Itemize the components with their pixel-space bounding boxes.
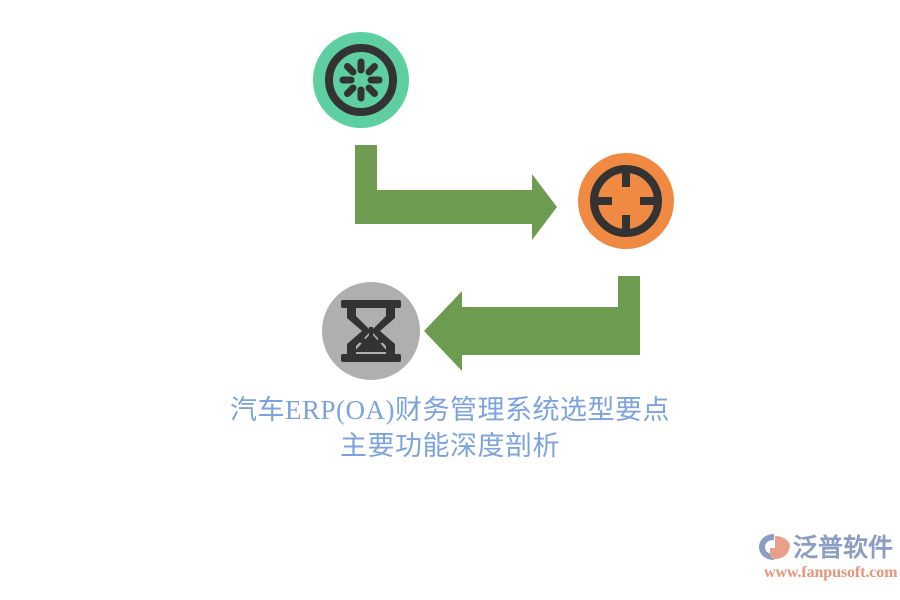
spinner-icon xyxy=(325,44,397,116)
fanpu-logo-icon xyxy=(759,534,790,560)
brand-url: www.fanpusoft.com xyxy=(764,564,898,581)
flow-node-target xyxy=(578,153,674,249)
caption-line-1: 汽车ERP(OA)财务管理系统选型要点 xyxy=(230,395,670,425)
caption-line-2: 主要功能深度剖析 xyxy=(340,431,560,462)
hourglass-icon xyxy=(341,300,401,362)
brand-name: 泛普软件 xyxy=(793,532,894,562)
target-icon xyxy=(590,165,662,237)
flow-node-hourglass xyxy=(322,282,420,380)
page-title: 汽车ERP(OA)财务管理系统选型要点 主要功能深度剖析 xyxy=(0,392,900,465)
brand-logo-row: 泛普软件 xyxy=(758,532,893,562)
connector-arrow-green-to-orange xyxy=(355,145,557,240)
brand-watermark: 泛普软件 www.fanpusoft.com xyxy=(758,532,898,590)
connector-arrow-orange-to-gray xyxy=(424,276,640,371)
flow-node-spinner xyxy=(313,32,409,128)
